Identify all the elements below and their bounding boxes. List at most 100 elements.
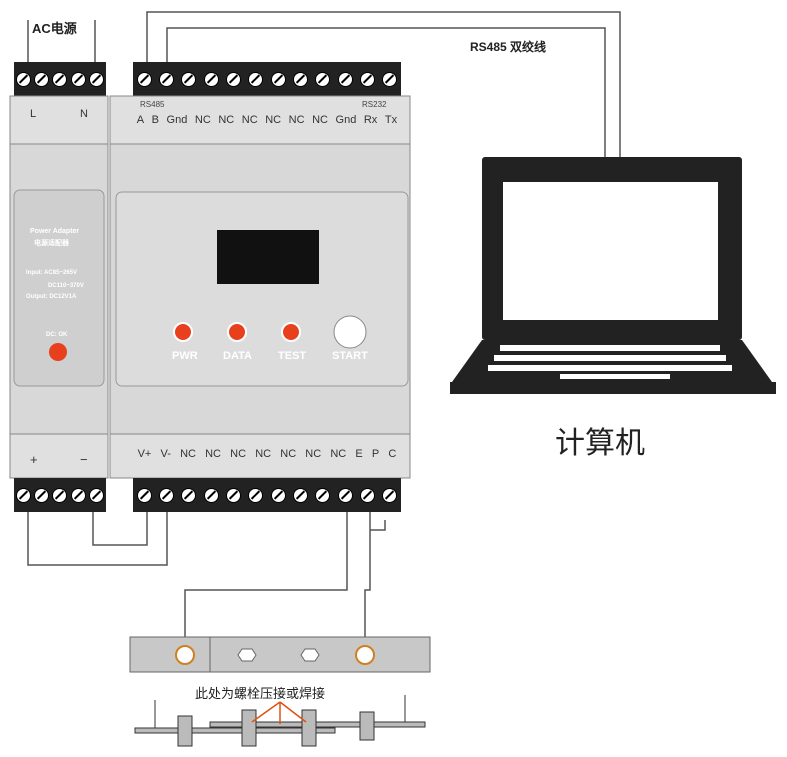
screw xyxy=(15,71,31,87)
screw xyxy=(158,487,174,503)
pin-label: Gnd xyxy=(166,114,188,126)
screw xyxy=(315,487,331,503)
pin-label: NC xyxy=(312,114,328,126)
terminal-l: L xyxy=(30,108,37,120)
led-pwr-label: PWR xyxy=(172,350,198,362)
screw xyxy=(34,487,50,503)
pin-label: V- xyxy=(160,448,171,460)
adapter-output: Output: DC12V1A xyxy=(26,294,77,300)
screw xyxy=(203,71,219,87)
screw xyxy=(70,487,86,503)
pin-label: NC xyxy=(288,114,305,126)
terminal-n: N xyxy=(80,108,88,120)
pin-label: NC xyxy=(280,448,297,460)
e-wire xyxy=(184,512,348,640)
rs232-group-label: RS232 xyxy=(362,100,387,109)
screw xyxy=(292,487,308,503)
pin-label: E xyxy=(355,448,363,460)
adapter-input-2: DC110~370V xyxy=(48,283,84,289)
screw xyxy=(359,71,375,87)
pin-label: NC xyxy=(230,448,247,460)
rs485-cable-label: RS485 双绞线 xyxy=(470,40,547,54)
adapter-title-cn: 电源适配器 xyxy=(34,240,69,247)
screw xyxy=(248,71,264,87)
screw xyxy=(136,71,152,87)
start-button[interactable] xyxy=(334,316,366,348)
pin-label: C xyxy=(388,448,397,460)
power-minus-wire xyxy=(27,512,168,566)
pin-label: NC xyxy=(194,114,211,126)
screw xyxy=(89,487,105,503)
power-top-terminals xyxy=(14,62,106,96)
pin-label: NC xyxy=(241,114,258,126)
main-module-body xyxy=(109,62,411,512)
rs485-a-wire xyxy=(146,11,621,157)
rs485-b-wire xyxy=(166,27,606,157)
screw xyxy=(382,487,398,503)
pin-label: NC xyxy=(180,448,196,460)
pin-label: V+ xyxy=(137,448,152,460)
screw xyxy=(270,71,286,87)
screw xyxy=(270,487,286,503)
pin-label: Gnd xyxy=(335,114,357,126)
screw xyxy=(248,487,264,503)
screw xyxy=(158,71,174,87)
pin-label: Tx xyxy=(384,114,398,126)
busbar-note: 此处为螺栓压接或焊接 xyxy=(195,686,326,701)
main-top-terminals xyxy=(133,62,401,96)
screw xyxy=(203,487,219,503)
screw xyxy=(292,71,308,87)
pin-label: A xyxy=(136,114,145,126)
pin-label: P xyxy=(371,448,380,460)
pin-label: NC xyxy=(218,114,235,126)
note-arrows xyxy=(251,701,307,724)
screw xyxy=(34,71,50,87)
screw xyxy=(337,71,353,87)
dc-ok-label: DC: OK xyxy=(46,332,68,338)
start-button-label: START xyxy=(332,350,368,362)
screw xyxy=(52,487,68,503)
screw xyxy=(89,71,105,87)
led-data-label: DATA xyxy=(223,350,252,362)
busbar xyxy=(129,636,431,673)
pin-label: NC xyxy=(265,114,282,126)
screw xyxy=(382,71,398,87)
pin-label: NC xyxy=(255,448,272,460)
screw xyxy=(136,487,152,503)
screw xyxy=(337,487,353,503)
screw xyxy=(52,71,68,87)
screw xyxy=(70,71,86,87)
screw xyxy=(359,487,375,503)
power-module-body xyxy=(9,62,109,512)
pin-label: NC xyxy=(330,448,347,460)
main-bottom-terminals xyxy=(133,478,401,512)
p-c-wire xyxy=(364,512,386,640)
computer-label: 计算机 xyxy=(555,427,645,460)
terminal-plus: + xyxy=(30,452,38,467)
busbar-cross-section xyxy=(134,695,426,747)
pin-label: NC xyxy=(205,448,221,460)
adapter-input-1: Input: AC85~265V xyxy=(26,270,77,276)
led-test-label: TEST xyxy=(278,350,307,362)
screw xyxy=(225,71,241,87)
wires xyxy=(27,11,621,640)
rs485-group-label: RS485 xyxy=(140,100,165,109)
laptop-icon xyxy=(450,157,776,394)
screw xyxy=(181,487,197,503)
power-plus-wire xyxy=(92,512,148,546)
screw xyxy=(181,71,197,87)
screw xyxy=(315,71,331,87)
power-bottom-terminals xyxy=(14,478,106,512)
ac-wires xyxy=(27,20,96,62)
pin-label: Rx xyxy=(363,114,378,126)
pin-label: B xyxy=(151,114,159,126)
screw xyxy=(225,487,241,503)
adapter-title-en: Power Adapter xyxy=(30,228,80,235)
screw xyxy=(15,487,31,503)
ac-supply-label: AC电源 xyxy=(32,21,77,36)
pin-label: NC xyxy=(305,448,322,460)
